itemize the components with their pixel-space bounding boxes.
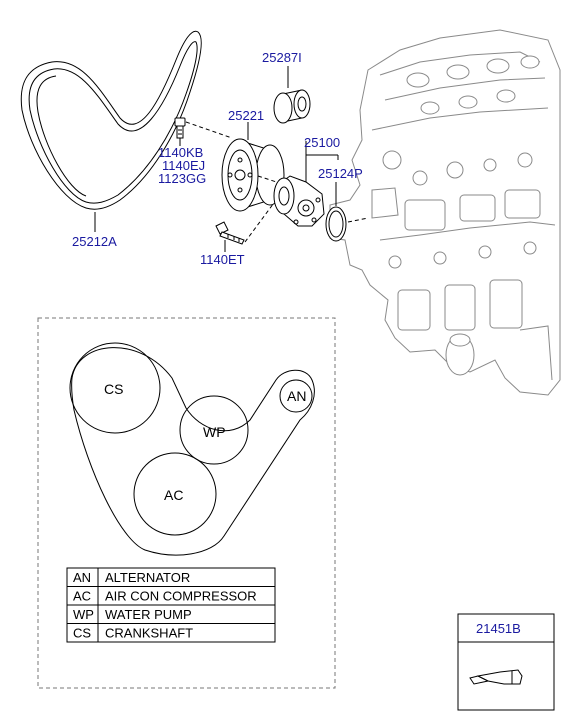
bolt-lower-number[interactable]: 1140ET <box>200 252 245 267</box>
bolt-group-number-3[interactable]: 1123GG <box>158 171 206 186</box>
gasket-part-number[interactable]: 25124P <box>318 166 363 181</box>
legend-name: WATER PUMP <box>105 607 192 622</box>
sealant-box[interactable] <box>457 613 555 711</box>
pulley-an-label: AN <box>287 388 306 404</box>
belt-routing-frame <box>37 317 336 689</box>
sealant-tube-icon <box>469 669 523 685</box>
legend-code: WP <box>73 607 94 622</box>
bolt-group-number-2[interactable]: 1140EJ <box>162 158 205 173</box>
routing-belt-path <box>71 347 315 556</box>
idler-part-number[interactable]: 25287I <box>262 50 302 65</box>
pulley-ac-label: AC <box>164 487 183 503</box>
legend-name: ALTERNATOR <box>105 570 190 585</box>
bolt-lower-part[interactable] <box>215 191 283 252</box>
sealant-part-number[interactable]: 21451B <box>476 621 521 636</box>
pulley-part-number[interactable]: 25221 <box>228 108 264 123</box>
legend-row: WP WATER PUMP <box>73 607 192 622</box>
legend-code: AC <box>73 589 91 604</box>
pulley-an <box>279 379 313 413</box>
pulley-wp <box>179 395 249 465</box>
legend-row: CS CRANKSHAFT <box>73 626 193 641</box>
idler-pulley-part[interactable] <box>273 66 311 124</box>
engine-block <box>329 29 561 396</box>
legend-row: AN ALTERNATOR <box>73 570 190 585</box>
legend-name: AIR CON COMPRESSOR <box>105 589 257 604</box>
legend-code: AN <box>73 570 91 585</box>
legend-name: CRANKSHAFT <box>105 626 193 641</box>
belt-part-number[interactable]: 25212A <box>72 234 117 249</box>
pulley-cs <box>69 342 161 434</box>
legend-table <box>66 567 276 643</box>
pump-pulley-part[interactable] <box>221 122 296 212</box>
pulley-ac <box>133 452 217 536</box>
water-pump-part-number[interactable]: 25100 <box>304 135 340 150</box>
bolt-group-number-1[interactable]: 1140KB <box>158 145 203 160</box>
water-pump-part[interactable] <box>273 141 339 227</box>
gasket-part[interactable] <box>325 182 369 242</box>
legend-code: CS <box>73 626 91 641</box>
pulley-cs-label: CS <box>104 381 123 397</box>
bolt-upper-part[interactable] <box>174 117 233 146</box>
pulley-wp-label: WP <box>203 424 226 440</box>
belt-routing-diagram <box>69 342 315 556</box>
drive-belt-part[interactable] <box>20 30 202 232</box>
legend-row: AC AIR CON COMPRESSOR <box>73 589 257 604</box>
